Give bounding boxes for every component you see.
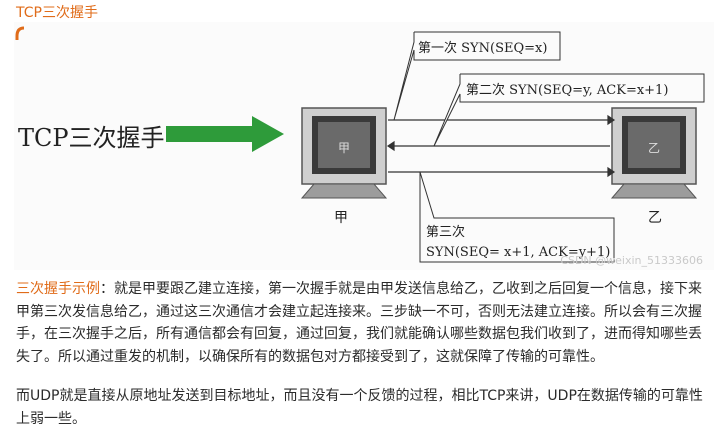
step1-label: 第一次 SYN(SEQ=x) [418,40,547,56]
handshake-example-lead: 三次握手示例 [16,281,100,297]
step3-label-line1: 第三次 [426,224,465,240]
handshake-diagram: TCP三次握手 甲 甲 乙 乙 [15,26,705,263]
host-yi-label: 乙 [648,210,662,226]
step3-label-line2: SYN(SEQ= x+1, ACK=y+1) [426,245,610,260]
article-link-title[interactable]: TCP三次握手 [16,5,98,21]
paragraph-handshake-example: 三次握手示例：就是甲要跟乙建立连接，第一次握手就是由甲发送信息给乙，乙收到之后回… [16,278,714,368]
callout-step1 [393,31,561,121]
callout-step2 [433,73,705,147]
step2-label: 第二次 SYN(SEQ=y, ACK=x+1) [466,82,668,98]
screen-label-yi: 乙 [648,141,660,155]
paragraph-udp: 而UDP就是直接从原地址发送到目标地址，而且没有一个反馈的过程，相比TCP来讲，… [16,388,703,427]
screen-label-jia: 甲 [338,141,350,155]
csdn-watermark: CSDN @weixin_51333606 [560,254,703,267]
callout-step3 [419,171,615,263]
handshake-example-text: ：就是甲要跟乙建立连接，第一次握手就是由甲发送信息给乙，乙收到之后回复一个信息，… [16,281,702,365]
host-jia-label: 甲 [334,210,348,226]
green-arrow-icon [166,116,284,152]
tcp-handshake-figure: TCP三次握手 甲 甲 乙 乙 [14,22,714,270]
orange-bracket-icon [15,26,25,40]
tcp-main-label: TCP三次握手 [18,124,165,152]
handshake-arrows [386,114,616,178]
computer-yi-icon: 乙 [610,107,698,199]
computer-jia-icon: 甲 [300,107,388,199]
